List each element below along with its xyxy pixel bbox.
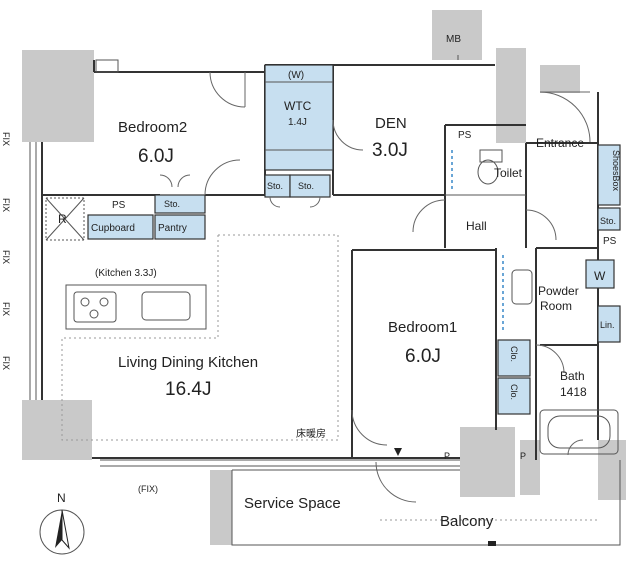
den-storage-2 (289, 174, 331, 198)
toilet-fixture (451, 149, 503, 192)
fix-label-2: FIX (1, 198, 11, 212)
bedroom2-storage (154, 194, 206, 214)
cupboard (87, 214, 154, 240)
entrance-storage (597, 207, 621, 231)
bedroom1-name: Bedroom1 (388, 319, 457, 336)
linen-label: Lin. (600, 320, 615, 330)
ps-label-toilet: PS (458, 130, 472, 141)
fridge-label: R (58, 212, 67, 226)
ldk-name: Living Dining Kitchen (118, 354, 258, 371)
cupboard-label: Cupboard (91, 223, 135, 234)
ps-label-right: PS (603, 236, 617, 247)
outdoor-outline (231, 460, 621, 546)
linen-storage (597, 305, 621, 343)
hall-label: Hall (466, 219, 487, 233)
fix-window-labels: FIX FIX FIX FIX FIX (1, 132, 11, 370)
sto-label-den-2: Sto. (298, 181, 314, 191)
wtc-name: WTC (284, 99, 312, 113)
doors (159, 71, 591, 503)
shoes-box-label: ShoesBox (611, 150, 621, 192)
pipe-label-1: P (444, 451, 450, 461)
fix-label-5: FIX (1, 356, 11, 370)
sto-label-bedroom2: Sto. (164, 199, 180, 209)
powder-room-label-2: Room (540, 299, 572, 313)
room-labels: Bedroom2 6.0J DEN 3.0J (W) WTC 1.4J Bedr… (95, 70, 587, 530)
wtc-size: 1.4J (288, 117, 307, 128)
powder-room-label-1: Powder (538, 284, 579, 298)
fridge-space (45, 197, 85, 241)
sto-label-den-1: Sto. (267, 181, 283, 191)
fix-label-1: FIX (1, 132, 11, 146)
entrance-label: Entrance (536, 136, 584, 150)
north-compass: N (39, 491, 85, 555)
entry-arrow-marker (394, 448, 402, 456)
closet-label-2: Clo. (509, 384, 519, 400)
storage-labels: MB PS PS PS Sto. Cupboard Pantry R Sto. … (58, 34, 621, 494)
bedroom1-closet-2 (497, 377, 531, 415)
closet-label-1: Clo. (509, 346, 519, 362)
ldk-size: 16.4J (165, 379, 211, 400)
pantry-label: Pantry (158, 223, 187, 234)
shoes-box (597, 144, 621, 206)
floor-heating-area (61, 234, 339, 441)
fix-window-label-bottom: (FIX) (138, 484, 158, 494)
washer-label: W (594, 269, 606, 283)
ps-label-left: PS (112, 200, 126, 211)
den-size: 3.0J (372, 140, 408, 161)
bedroom2-size: 6.0J (138, 146, 174, 167)
bath-size: 1418 (560, 385, 587, 399)
toilet-label: Toilet (494, 166, 523, 180)
den-name: DEN (375, 115, 407, 132)
washer-space (585, 259, 615, 289)
bath-label: Bath (560, 369, 585, 383)
powder-fixtures (502, 255, 533, 330)
bedroom2-name: Bedroom2 (118, 119, 187, 136)
bedroom1-closet-1 (497, 339, 531, 377)
pantry (154, 214, 206, 240)
floor-heating-label: 床暖房 (296, 427, 326, 440)
mb-label: MB (446, 34, 461, 45)
north-label: N (57, 491, 66, 505)
bedroom1-size: 6.0J (405, 346, 441, 367)
storage-blocks (87, 64, 621, 415)
kitchen-size: (Kitchen 3.3J) (95, 268, 157, 279)
bathtub (539, 409, 619, 455)
balcony-label: Balcony (440, 513, 494, 530)
fix-label-4: FIX (1, 302, 11, 316)
walls (22, 10, 626, 545)
fix-label-3: FIX (1, 250, 11, 264)
service-space-label: Service Space (244, 495, 341, 512)
kitchen-counter (65, 284, 207, 330)
pipe-label-2: P (520, 451, 526, 461)
sto-label-entrance: Sto. (600, 216, 616, 226)
wtc-tag: (W) (288, 70, 304, 81)
